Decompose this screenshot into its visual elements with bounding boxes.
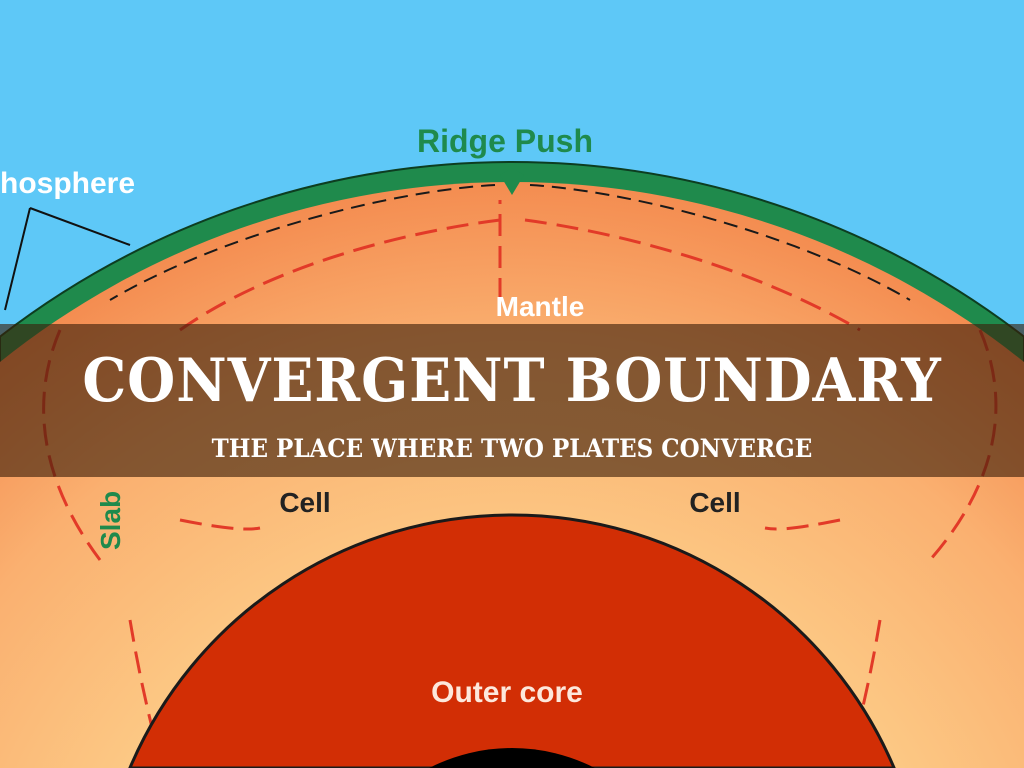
title-band: CONVERGENT BOUNDARY THE PLACE WHERE TWO … — [0, 324, 1024, 477]
slide-title: CONVERGENT BOUNDARY — [82, 346, 942, 416]
ridge-peak — [500, 168, 524, 195]
lithosphere-label: hosphere — [0, 167, 135, 200]
inner-core — [429, 748, 595, 768]
plate-motion-arrows — [109, 184, 911, 301]
outer-core-label: Outer core — [431, 676, 583, 709]
mantle-label: Mantle — [496, 291, 585, 322]
convection-arrows — [42, 200, 998, 761]
slab-label: Slab — [95, 491, 126, 550]
outer-core — [128, 513, 896, 768]
left-cell-label: Cell — [279, 487, 330, 518]
lithosphere-pointer — [4, 207, 131, 311]
slide-subtitle: THE PLACE WHERE TWO PLATES CONVERGE — [211, 434, 813, 463]
ridge-push-label: Ridge Push — [417, 123, 593, 159]
right-cell-label: Cell — [689, 487, 740, 518]
